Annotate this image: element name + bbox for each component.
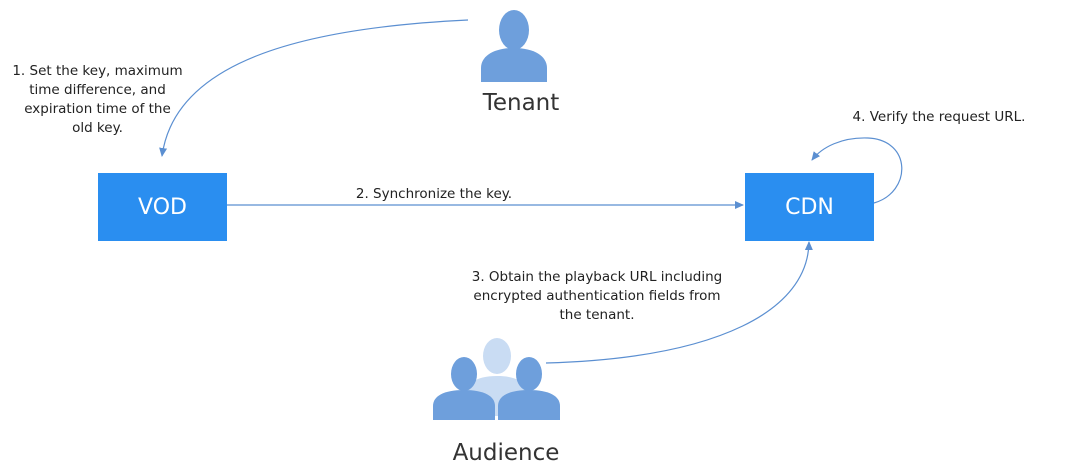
step-4-note: 4. Verify the request URL. xyxy=(852,109,1026,125)
step-2-note: 2. Synchronize the key. xyxy=(355,186,513,202)
step-1-line: expiration time of the xyxy=(24,101,171,117)
cdn-label: CDN xyxy=(785,194,834,220)
step-1-line: time difference, and xyxy=(29,82,166,98)
people-group-icon xyxy=(433,338,560,420)
step-1-line: 1. Set the key, maximum xyxy=(12,63,183,79)
step-3-note: 3. Obtain the playback URL including enc… xyxy=(452,268,742,325)
step-1-note: 1. Set the key, maximum time difference,… xyxy=(0,62,195,138)
step-3-line: 3. Obtain the playback URL including xyxy=(471,269,723,285)
step-3-line: the tenant. xyxy=(559,307,635,323)
vod-label: VOD xyxy=(138,194,187,220)
audience-label: Audience xyxy=(452,440,560,466)
step-1-line: old key. xyxy=(72,120,123,136)
arrow-cdn-self-loop xyxy=(811,137,903,204)
person-icon xyxy=(481,10,547,82)
cdn-node: CDN xyxy=(745,173,874,241)
vod-node: VOD xyxy=(98,173,227,241)
tenant-label: Tenant xyxy=(482,90,560,116)
arrow-audience-to-cdn xyxy=(545,241,813,364)
arrow-tenant-to-vod xyxy=(159,19,469,157)
step-3-line: encrypted authentication fields from xyxy=(473,288,721,304)
